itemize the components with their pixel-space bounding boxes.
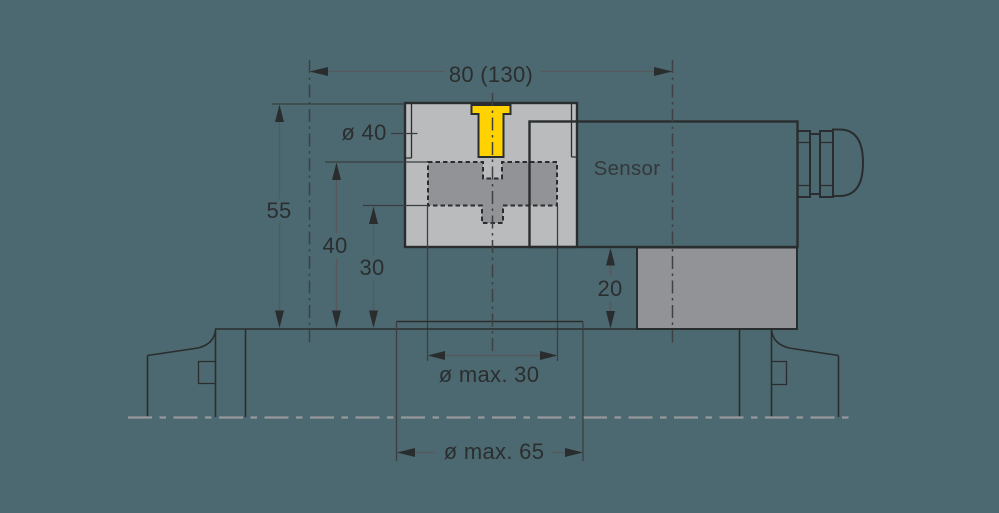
sensor-label: Sensor (593, 156, 661, 180)
extension-lines (272, 103, 584, 461)
dim-height-55-label: 55 (266, 198, 292, 223)
dim-height-40-label: 40 (322, 233, 348, 258)
mounting-block (636, 246, 798, 330)
dim-offset-20-label: 20 (597, 276, 623, 301)
dim-width-label: 80 (130) (448, 62, 534, 87)
dim-max-inner-label: ø max. 30 (438, 362, 540, 387)
dimension-height-55 (275, 104, 284, 328)
dim-height-30-label: 30 (359, 255, 385, 280)
dimension-height-30 (369, 206, 378, 328)
centerlines (128, 60, 853, 419)
dimension-width-80 (309, 67, 673, 76)
dimension-offset-20 (606, 248, 615, 329)
dim-ring-diameter-label: ø 40 (341, 120, 387, 145)
clamp-key-yellow (470, 104, 512, 158)
dimension-max-65 (397, 448, 583, 457)
cable-gland (796, 128, 865, 198)
dimension-height-40 (332, 162, 341, 328)
dimension-max-30 (427, 351, 558, 360)
dim-max-outer-label: ø max. 65 (443, 439, 545, 464)
